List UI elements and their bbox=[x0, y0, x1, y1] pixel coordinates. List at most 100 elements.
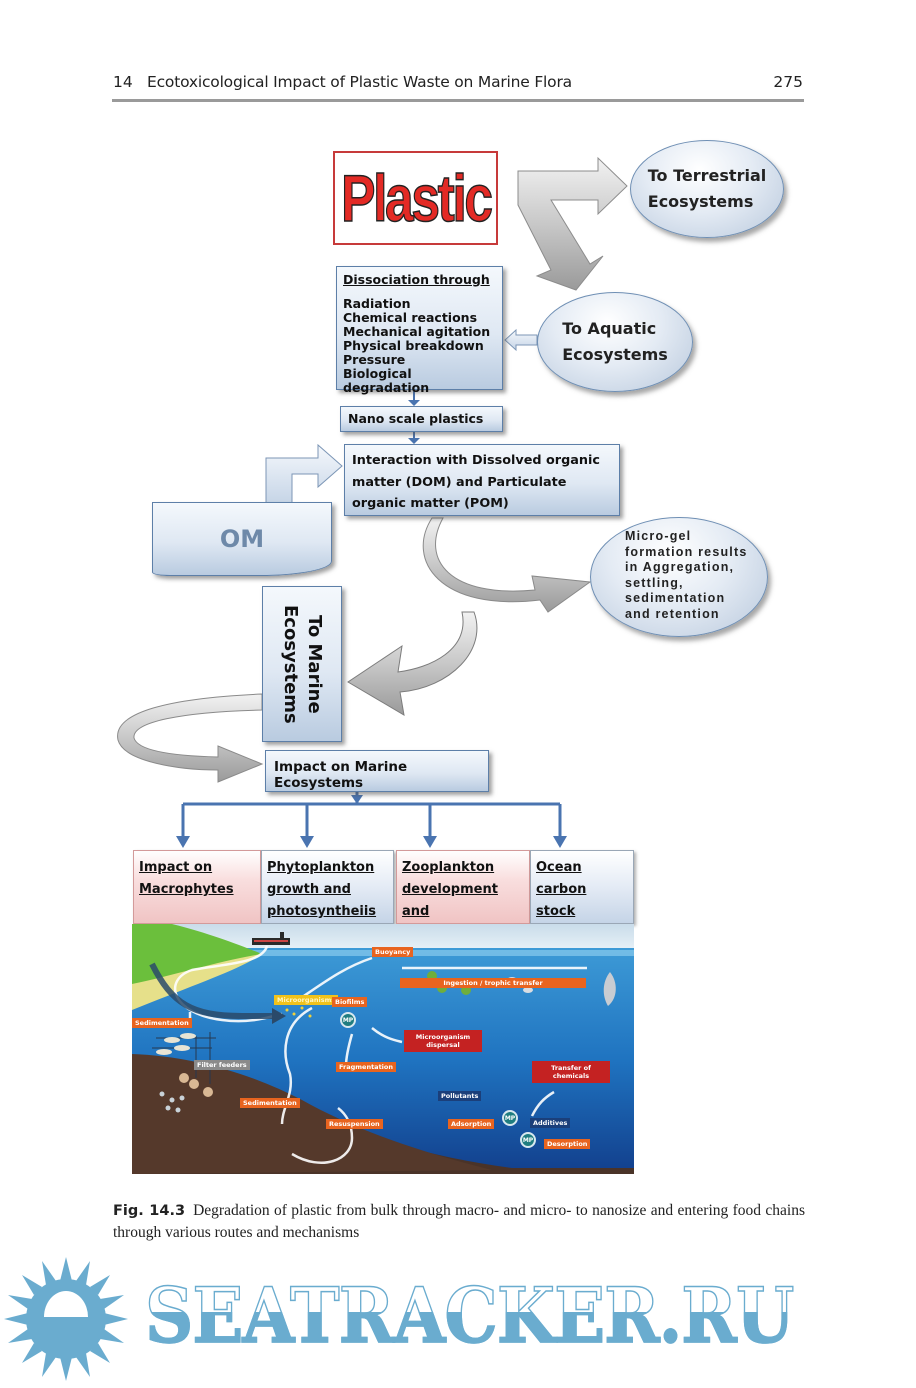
label-adsorption: Adsorption bbox=[448, 1119, 495, 1129]
om-label: OM bbox=[219, 525, 265, 553]
arrow-to-terrestrial bbox=[517, 156, 628, 291]
label-resuspension: Resuspension bbox=[326, 1119, 383, 1129]
flow-resuspension bbox=[291, 1107, 354, 1164]
label-biofilms: Biofilms bbox=[332, 997, 368, 1007]
label-microorganism-dispersal: Microorganism dispersal bbox=[404, 1030, 482, 1052]
mussel bbox=[180, 1033, 196, 1039]
arrowhead-macrophytes bbox=[176, 836, 190, 848]
arrow-to-microgel bbox=[422, 517, 592, 613]
filter-feeder bbox=[203, 1087, 213, 1097]
microgel-node: Micro-gel formation results in Aggregati… bbox=[590, 517, 768, 637]
figure-label: Fig. 14.3 bbox=[113, 1203, 186, 1219]
plastic-label: Plastic bbox=[340, 161, 493, 235]
filter-feeder bbox=[189, 1079, 199, 1089]
category-label: Ocean carbon stock bbox=[536, 860, 587, 919]
terrestrial-line-2: Ecosystems bbox=[647, 192, 754, 211]
category-macrophytes: Impact on Macrophytes bbox=[133, 850, 261, 924]
dissociation-item: Physical breakdown bbox=[343, 338, 484, 353]
chapter-title: Ecotoxicological Impact of Plastic Waste… bbox=[147, 73, 572, 91]
mp-particle-biofilm: MP bbox=[340, 1012, 356, 1028]
branch-connectors bbox=[181, 792, 562, 838]
label-fragmentation: Fragmentation bbox=[336, 1062, 396, 1072]
arrowhead-zooplankton bbox=[423, 836, 437, 848]
dissociation-item: Biological degradation bbox=[343, 366, 430, 395]
dissociation-item: Mechanical agitation bbox=[343, 324, 491, 339]
arrowhead-carbon bbox=[553, 836, 567, 848]
arrow-down-nano bbox=[408, 390, 420, 406]
category-label: Phytoplankton growth and photosyntheiis bbox=[267, 860, 377, 919]
ocean-scene bbox=[132, 924, 634, 1174]
aquatic-ecosystems-node: To Aquatic Ecosystems bbox=[537, 292, 693, 392]
microorganism bbox=[285, 1008, 289, 1012]
mp-particle-adsorption: MP bbox=[502, 1110, 518, 1126]
microorganism bbox=[308, 1014, 312, 1018]
arrow-to-impact bbox=[117, 693, 264, 783]
header-rule bbox=[112, 99, 804, 102]
mp-particle-desorption: MP bbox=[520, 1132, 536, 1148]
category-carbon-stock: Ocean carbon stock bbox=[530, 850, 634, 924]
microorganism bbox=[292, 1012, 296, 1016]
impact-box: Impact on Marine Ecosystems bbox=[265, 750, 489, 792]
label-sedimentation-bottom: Sedimentation bbox=[240, 1098, 300, 1108]
nano-scale-box: Nano scale plastics bbox=[340, 406, 503, 432]
dissociation-item: Chemical reactions bbox=[343, 310, 478, 325]
filter-feeder bbox=[179, 1073, 189, 1083]
label-microorganisms: Microorganisms bbox=[274, 995, 339, 1005]
dissociation-box: Dissociation through Radiation Chemical … bbox=[336, 266, 503, 395]
flow-river bbox=[149, 962, 272, 1019]
ship-icon bbox=[252, 932, 290, 945]
label-additives: Additives bbox=[530, 1118, 571, 1128]
dissociation-item: Pressure bbox=[343, 352, 406, 367]
page-number: 275 bbox=[773, 73, 803, 91]
flow-arrows bbox=[117, 156, 628, 848]
caption-text: Degradation of plastic from bulk through… bbox=[113, 1202, 805, 1241]
label-pollutants: Pollutants bbox=[438, 1091, 482, 1101]
arrow-to-marine bbox=[347, 611, 478, 716]
particle bbox=[179, 1095, 185, 1101]
flow-ship-down bbox=[173, 945, 283, 1023]
category-label: Impact on Macrophytes bbox=[139, 860, 234, 897]
filter-feeder-rack bbox=[152, 1032, 216, 1084]
chapter-number: 14 bbox=[113, 73, 133, 91]
aquatic-line-1: To Aquatic bbox=[562, 319, 657, 338]
flow-dispersal bbox=[371, 1027, 403, 1044]
plastic-box: Plastic bbox=[333, 151, 498, 245]
marine-label: To Marine Ecosystems bbox=[280, 604, 325, 724]
label-buoyancy: Buoyancy bbox=[372, 947, 414, 957]
mussel bbox=[164, 1037, 180, 1043]
terrestrial-line-1: To Terrestrial bbox=[647, 166, 767, 185]
om-box: OM bbox=[152, 502, 332, 576]
microorganism bbox=[300, 1006, 304, 1010]
particle bbox=[175, 1107, 181, 1113]
watermark-text: SEATRACKER.RU bbox=[144, 1271, 795, 1360]
particle bbox=[159, 1091, 165, 1097]
category-phytoplankton: Phytoplankton growth and photosyntheiis bbox=[261, 850, 394, 924]
label-ingestion: Ingestion / trophic transfer bbox=[400, 978, 586, 988]
flow-river-head bbox=[272, 1008, 286, 1024]
category-zooplankton: Zooplankton development and reproduction bbox=[396, 850, 530, 941]
arrow-down-interaction bbox=[408, 432, 420, 444]
arrowhead-impact bbox=[351, 795, 363, 804]
impact-label: Impact on Marine Ecosystems bbox=[274, 759, 408, 791]
fish-icon bbox=[603, 972, 616, 1006]
ocean-illustration: Buoyancy Ingestion / trophic transfer Mi… bbox=[132, 924, 634, 1174]
interaction-label: Interaction with Dissolved organic matte… bbox=[352, 453, 600, 511]
coast-sand bbox=[132, 954, 262, 1010]
dissociation-item: Radiation bbox=[343, 296, 411, 311]
microgel-label: Micro-gel formation results in Aggregati… bbox=[625, 529, 748, 621]
nano-label: Nano scale plastics bbox=[348, 411, 484, 426]
label-transfer-of-chemicals: Transfer of chemicals bbox=[532, 1061, 610, 1083]
seafloor-slope bbox=[132, 1054, 492, 1174]
label-filter-feeders: Filter feeders bbox=[194, 1060, 250, 1070]
dissociation-heading: Dissociation through bbox=[343, 272, 490, 287]
marine-ecosystems-box: To Marine Ecosystems bbox=[262, 586, 342, 742]
zooplankton bbox=[523, 987, 533, 993]
watermark-sun-icon bbox=[4, 1257, 128, 1381]
interaction-box: Interaction with Dissolved organic matte… bbox=[344, 444, 620, 516]
particle bbox=[165, 1105, 171, 1111]
arrowhead-phytoplankton bbox=[300, 836, 314, 848]
mussel bbox=[156, 1049, 172, 1055]
mussel bbox=[174, 1045, 190, 1051]
aquatic-line-2: Ecosystems bbox=[562, 345, 668, 364]
